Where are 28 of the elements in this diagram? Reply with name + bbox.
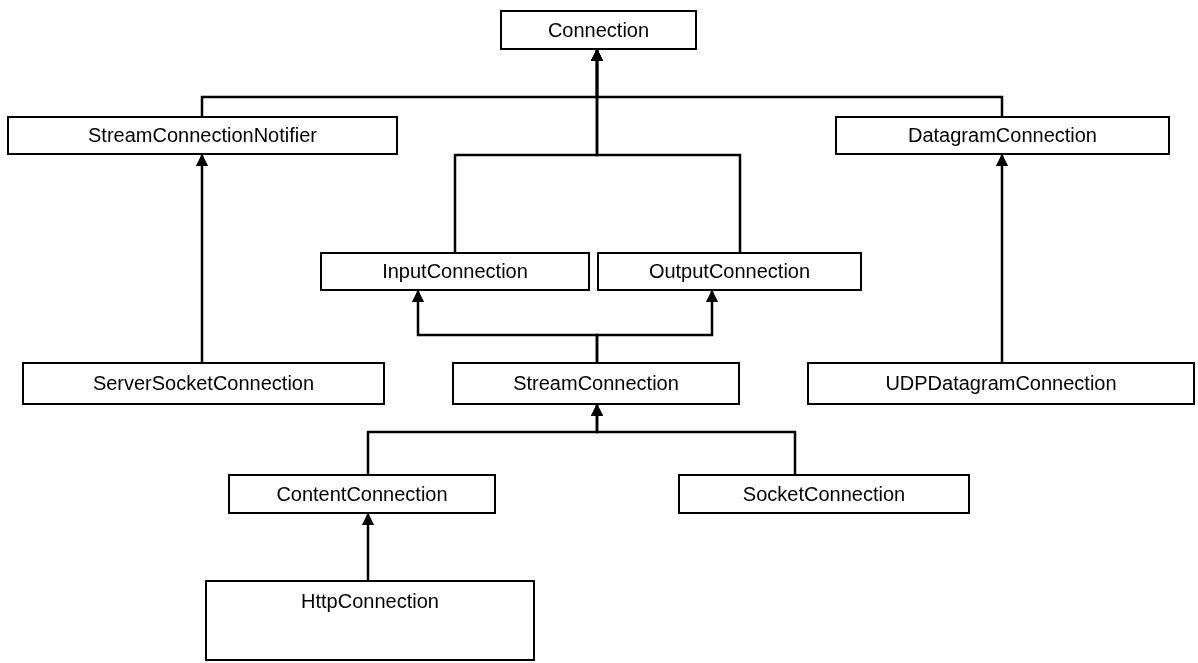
inheritance-arrow — [995, 153, 1009, 362]
class-box — [228, 474, 496, 514]
class-name: StreamConnectionNotifier — [88, 124, 317, 147]
inheritance-arrow — [590, 48, 742, 252]
class-box — [835, 116, 1170, 155]
class-name: OutputConnection — [648, 260, 811, 283]
class-box — [7, 116, 398, 155]
class-name: Connection — [547, 18, 650, 42]
class-name: SocketConnection — [742, 482, 906, 506]
class-box — [500, 10, 697, 50]
inheritance-arrow — [361, 512, 375, 580]
inheritance-arrow — [590, 403, 797, 474]
class-box — [205, 580, 535, 661]
class-box — [452, 362, 740, 405]
class-name: ServerSocketConnection — [92, 372, 315, 395]
class-name: UDPDatagramConnection — [885, 372, 1117, 395]
class-name: ContentConnection — [276, 482, 448, 506]
class-name: StreamConnection — [513, 372, 679, 395]
class-name: InputConnection — [382, 260, 528, 283]
class-name: HttpConnection — [301, 590, 439, 613]
class-box — [807, 362, 1195, 405]
class-name: DatagramConnection — [908, 124, 1097, 147]
inheritance-arrow — [195, 153, 209, 362]
class-box — [320, 252, 590, 291]
class-box — [597, 252, 862, 291]
inheritance-arrow — [595, 289, 719, 362]
class-box — [678, 474, 970, 514]
class-box — [22, 362, 385, 405]
